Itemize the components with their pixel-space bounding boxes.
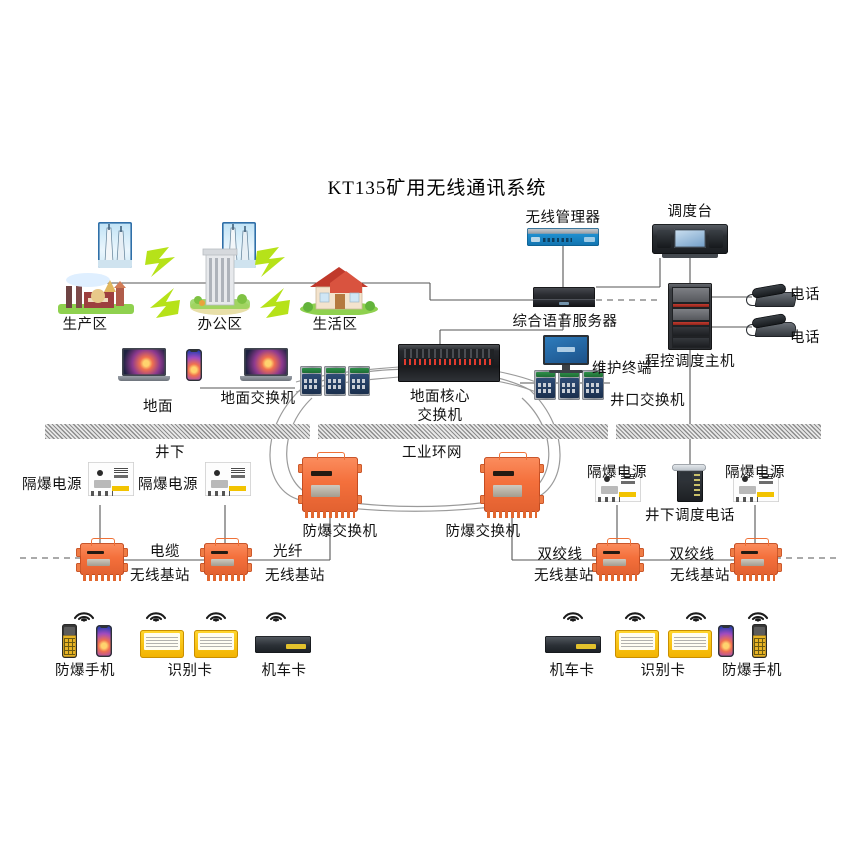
voice-server[interactable] bbox=[533, 287, 595, 307]
base-station-label-2: 无线基站 bbox=[265, 568, 325, 584]
wifi-icon-6 bbox=[622, 604, 648, 622]
link-label-fiber: 光纤 bbox=[273, 544, 303, 560]
flameproof-power-label-4: 隔爆电源 bbox=[725, 465, 785, 481]
wifi-icon-4 bbox=[263, 604, 289, 622]
base-station-label-1: 无线基站 bbox=[130, 568, 190, 584]
pbx-dispatch-host-label: 程控调度主机 bbox=[645, 354, 735, 370]
loco-card-right bbox=[545, 636, 601, 653]
flameproof-power-label-3: 隔爆电源 bbox=[587, 465, 647, 481]
telephone-label-2: 电话 bbox=[790, 330, 820, 346]
mine-dispatch-phone[interactable] bbox=[672, 464, 706, 502]
base-station-4[interactable] bbox=[730, 538, 782, 581]
base-station-2[interactable] bbox=[200, 538, 252, 581]
telephone-label-1: 电话 bbox=[790, 287, 820, 303]
industrial-ring-label: 工业环网 bbox=[402, 445, 462, 461]
surface-switch-2[interactable] bbox=[324, 366, 346, 396]
production-zone-label: 生产区 bbox=[62, 317, 108, 333]
maintenance-terminal-label: 维护终端 bbox=[592, 361, 652, 377]
xp-handset-right-label: 防爆手机 bbox=[722, 663, 782, 679]
wifi-icon-5 bbox=[560, 604, 586, 622]
surface-label: 地面 bbox=[143, 399, 173, 415]
id-card-left-label: 识别卡 bbox=[167, 663, 213, 679]
underground-label: 井下 bbox=[155, 445, 185, 461]
link-label-cable: 电缆 bbox=[150, 544, 180, 560]
core-switch-label-line1: 地面核心 bbox=[410, 389, 470, 405]
shaft-switch-3[interactable] bbox=[582, 370, 604, 400]
wifi-icon-1 bbox=[71, 604, 97, 622]
xp-switch-right[interactable] bbox=[480, 452, 544, 518]
base-station-label-3: 无线基站 bbox=[534, 568, 594, 584]
xp-handset-right[interactable] bbox=[752, 624, 767, 658]
wifi-icon-8 bbox=[745, 604, 771, 622]
page-title: KT135矿用无线通讯系统 bbox=[327, 178, 547, 199]
desk-telephone-2[interactable] bbox=[746, 313, 798, 338]
flameproof-power-2[interactable] bbox=[205, 462, 251, 496]
living-zone-label: 生活区 bbox=[312, 317, 358, 333]
surface-switch-1[interactable] bbox=[300, 366, 322, 396]
flameproof-power-label-1: 隔爆电源 bbox=[22, 477, 82, 493]
id-card-right-label: 识别卡 bbox=[640, 663, 686, 679]
xp-handset-left-label: 防爆手机 bbox=[55, 663, 115, 679]
smartphone-left[interactable] bbox=[96, 625, 112, 657]
wireless-manager-label: 无线管理器 bbox=[525, 210, 601, 226]
dispatch-console-label: 调度台 bbox=[667, 204, 713, 220]
xp-switch-right-label: 防爆交换机 bbox=[445, 524, 521, 540]
base-station-3[interactable] bbox=[592, 538, 644, 581]
base-station-1[interactable] bbox=[76, 538, 128, 581]
production-zone-icon bbox=[58, 268, 134, 314]
office-zone-icon bbox=[190, 245, 250, 315]
dispatch-console[interactable] bbox=[652, 224, 728, 258]
shaft-switch-2[interactable] bbox=[558, 370, 580, 400]
xp-switch-left[interactable] bbox=[298, 452, 362, 518]
flameproof-power-1[interactable] bbox=[88, 462, 134, 496]
flameproof-power-label-2: 隔爆电源 bbox=[138, 477, 198, 493]
id-card-left-1 bbox=[140, 630, 184, 658]
cell-tower-icon-2 bbox=[222, 222, 256, 268]
wireless-manager[interactable] bbox=[527, 228, 599, 246]
cell-tower-icon-1 bbox=[98, 222, 132, 268]
wifi-icon-2 bbox=[143, 604, 169, 622]
id-card-right-1 bbox=[615, 630, 659, 658]
wifi-icon-3 bbox=[203, 604, 229, 622]
id-card-right-2 bbox=[668, 630, 712, 658]
id-card-left-2 bbox=[194, 630, 238, 658]
mine-dispatch-phone-label: 井下调度电话 bbox=[645, 508, 735, 524]
loco-card-left-label: 机车卡 bbox=[261, 663, 307, 679]
xp-switch-left-label: 防爆交换机 bbox=[302, 524, 378, 540]
link-label-twisted-2: 双绞线 bbox=[669, 547, 715, 563]
surface-smartphone-1 bbox=[186, 349, 202, 381]
surface-switch-3[interactable] bbox=[348, 366, 370, 396]
pbx-dispatch-host[interactable] bbox=[668, 283, 712, 350]
flameproof-power-3[interactable] bbox=[595, 468, 641, 502]
ground-band-left bbox=[45, 424, 310, 439]
smartphone-right[interactable] bbox=[718, 625, 734, 657]
wifi-icon-7 bbox=[683, 604, 709, 622]
surface-switch-label: 地面交换机 bbox=[220, 391, 296, 407]
surface-core-switch[interactable] bbox=[398, 344, 500, 382]
loco-card-right-label: 机车卡 bbox=[549, 663, 595, 679]
base-station-label-4: 无线基站 bbox=[670, 568, 730, 584]
core-switch-label-line2: 交换机 bbox=[417, 408, 463, 424]
ground-band-center bbox=[318, 424, 608, 439]
flameproof-power-4[interactable] bbox=[733, 468, 779, 502]
living-zone-icon bbox=[300, 263, 378, 315]
xp-handset-left[interactable] bbox=[62, 624, 77, 658]
shaft-switch-label: 井口交换机 bbox=[610, 393, 685, 409]
loco-card-left bbox=[255, 636, 311, 653]
office-zone-label: 办公区 bbox=[197, 317, 243, 333]
shaft-switch-1[interactable] bbox=[534, 370, 556, 400]
ground-band-right bbox=[616, 424, 821, 439]
desk-telephone-1[interactable] bbox=[746, 283, 798, 308]
voice-server-label: 综合语音服务器 bbox=[512, 314, 618, 330]
link-label-twisted-1: 双绞线 bbox=[537, 547, 583, 563]
